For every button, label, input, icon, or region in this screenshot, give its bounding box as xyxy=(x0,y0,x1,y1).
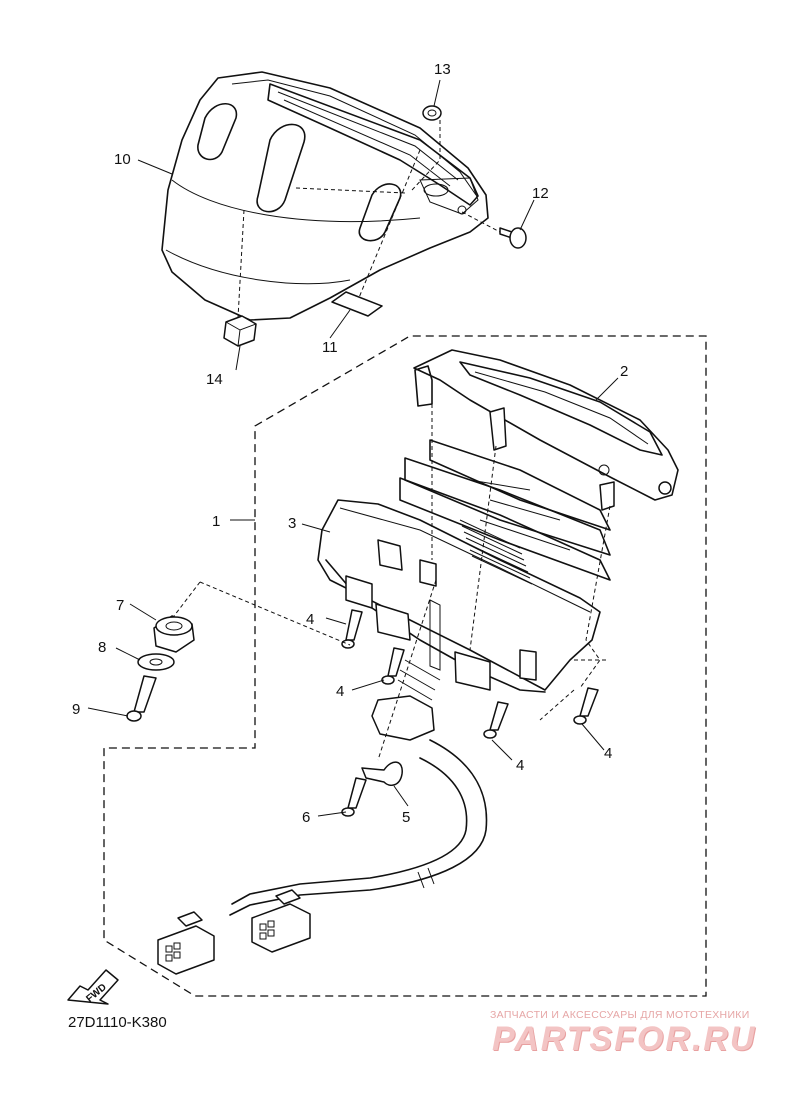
screw-part-4 xyxy=(341,609,363,649)
figure-code: 27D1110-K380 xyxy=(68,1014,167,1031)
callout-13: 13 xyxy=(434,61,451,78)
callout-2: 2 xyxy=(620,363,628,380)
callout-labels: 10 13 12 11 14 2 1 3 4 4 4 4 5 6 7 8 9 xyxy=(72,61,628,826)
callout-8: 8 xyxy=(98,639,106,656)
callout-9: 9 xyxy=(72,701,80,718)
callout-5: 5 xyxy=(402,809,410,826)
meter-cover-part xyxy=(161,71,501,321)
grommet-part xyxy=(422,105,442,121)
screw-part-4 xyxy=(573,687,599,725)
callout-7: 7 xyxy=(116,597,124,614)
guide-line xyxy=(579,505,611,689)
callout-4: 4 xyxy=(516,757,524,774)
harness-part xyxy=(229,695,488,916)
callout-1: 1 xyxy=(212,513,220,530)
callout-11: 11 xyxy=(322,339,338,356)
washer-part xyxy=(137,653,175,671)
damper-part xyxy=(153,615,195,653)
callout-12: 12 xyxy=(532,185,549,202)
pad-part xyxy=(331,291,383,317)
callout-10: 10 xyxy=(114,151,131,168)
coupler-connectors xyxy=(157,889,311,975)
meter-case-part xyxy=(413,349,679,511)
screw-part-6 xyxy=(341,777,367,817)
callout-4: 4 xyxy=(336,683,344,700)
guide-line xyxy=(173,581,351,646)
screw-part-9 xyxy=(126,675,157,722)
callout-4: 4 xyxy=(604,745,612,762)
screw-part-12 xyxy=(499,227,527,249)
meter-assembly-boundary xyxy=(103,335,707,997)
meter-housing-part xyxy=(317,499,601,701)
watermark-tagline: ЗАПЧАСТИ И АКСЕССУАРЫ ДЛЯ МОТОТЕХНИКИ xyxy=(490,1009,750,1021)
screw-part-4 xyxy=(381,647,405,685)
clip-part xyxy=(223,315,257,347)
forward-arrow-icon: FWD xyxy=(67,969,119,1005)
callout-3: 3 xyxy=(288,515,296,532)
clamp-part xyxy=(361,761,403,787)
guide-line xyxy=(539,659,606,721)
screw-part-4 xyxy=(483,701,509,739)
meter-internal-plates xyxy=(399,439,611,585)
callout-4: 4 xyxy=(306,611,314,628)
leader-lines xyxy=(87,79,619,817)
guide-line xyxy=(377,579,437,761)
watermark-logo: PARTSFOR.RU xyxy=(492,1020,757,1058)
callout-6: 6 xyxy=(302,809,310,826)
callout-14: 14 xyxy=(206,371,223,388)
guide-line xyxy=(431,404,497,651)
